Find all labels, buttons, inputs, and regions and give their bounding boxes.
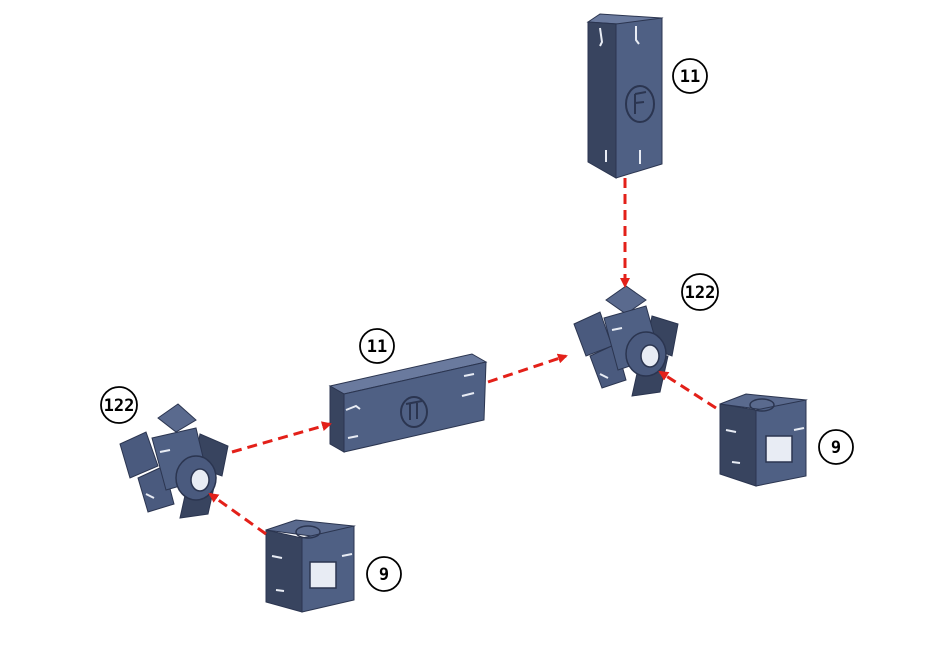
callout-tube-horizontal: 11 [360,329,394,363]
callout-cap-bottom: 9 [367,557,401,591]
callout-label: 122 [104,396,135,416]
arrow-cap-bottom-to-connector-left [210,494,266,534]
callout-tube-vertical: 11 [673,59,707,93]
callout-label: 11 [367,337,387,357]
arrow-tube-horizontal-to-connector-right [488,356,566,382]
arrow-connector-left-to-tube-horizontal [232,424,330,452]
callout-label: 122 [685,283,716,303]
callout-connector-right: 122 [682,274,718,310]
callout-label: 9 [379,565,389,585]
callout-connector-left: 122 [101,387,137,423]
callout-label: 9 [831,438,841,458]
part-cap-bottom [266,520,354,612]
part-connector-right [574,286,678,396]
arrow-cap-right-to-connector-right [660,372,716,408]
part-tube-vertical [588,14,662,178]
part-connector-left [120,404,228,518]
callout-label: 11 [680,67,700,87]
part-cap-right [720,394,806,486]
callout-cap-right: 9 [819,430,853,464]
part-tube-horizontal [330,354,486,452]
